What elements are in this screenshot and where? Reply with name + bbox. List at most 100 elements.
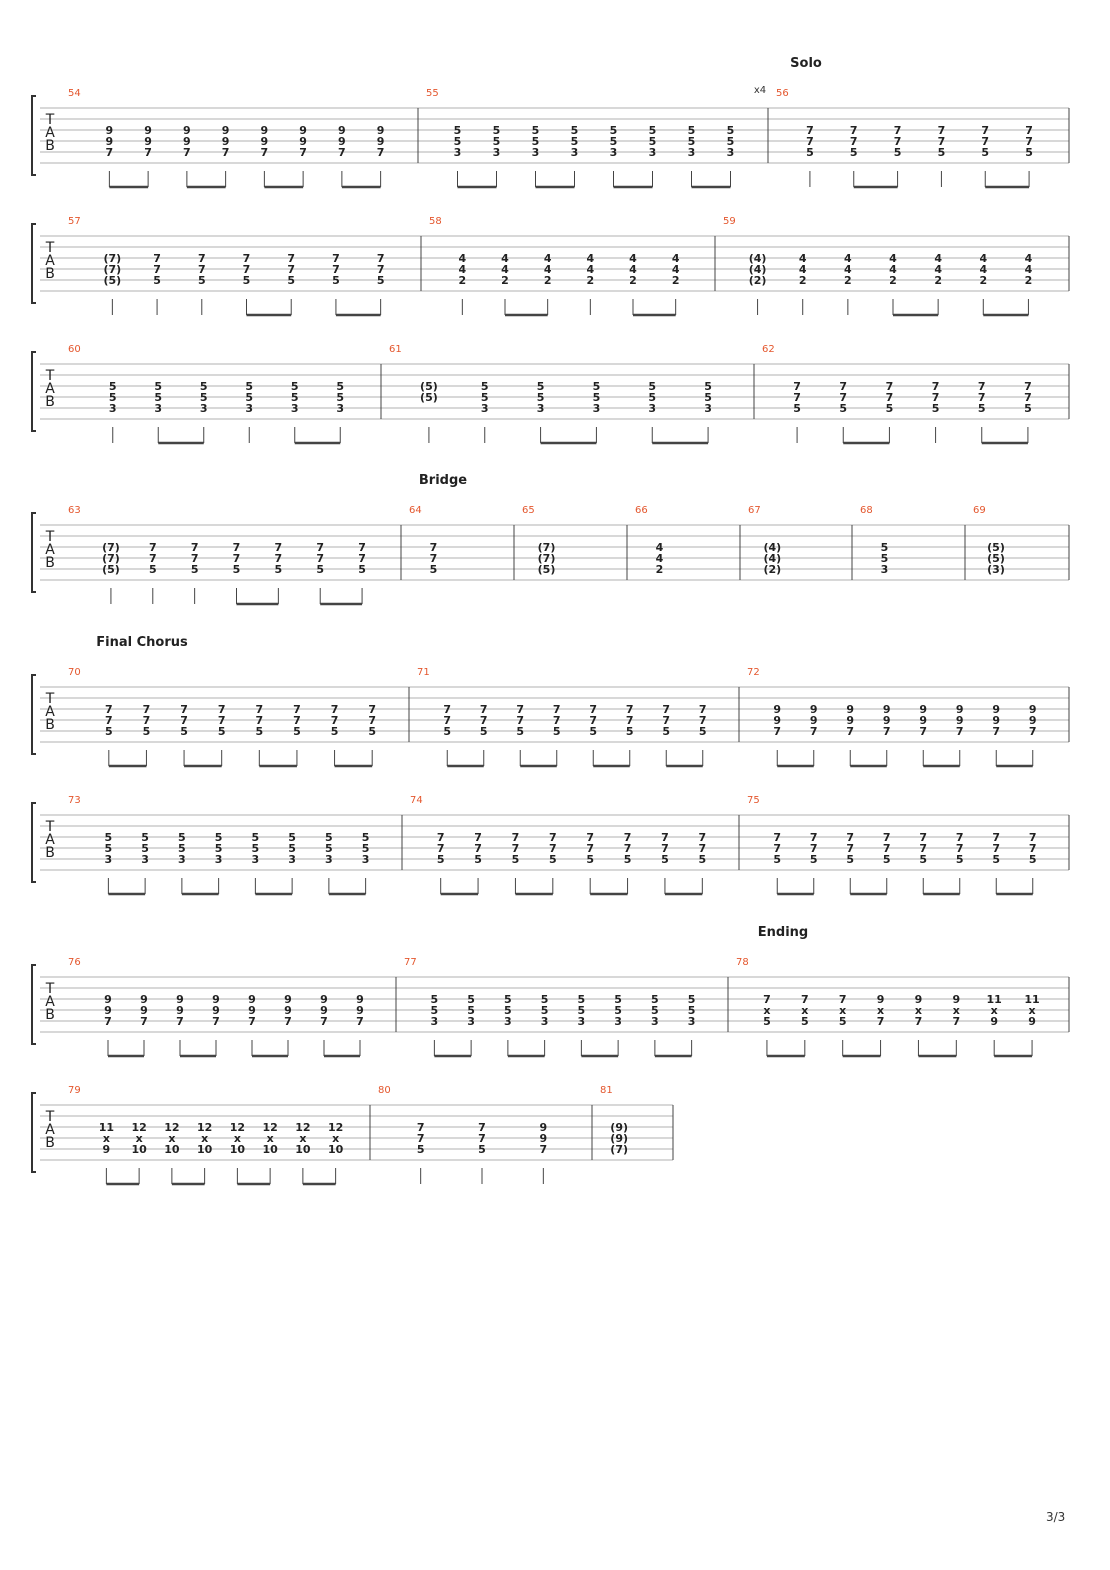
fret-number: 5 (773, 853, 781, 866)
fret-number: 4 (459, 263, 467, 276)
fret-number: (7) (103, 252, 121, 265)
fret-number: 9 (212, 993, 220, 1006)
fret-number: 5 (180, 725, 188, 738)
fret-number: 3 (651, 1015, 659, 1028)
fret-number: 9 (104, 993, 112, 1006)
fret-number: 5 (649, 124, 657, 137)
fret-number: 7 (233, 552, 241, 565)
fret-number: 5 (651, 993, 659, 1006)
tab-clef-letter: B (45, 1135, 55, 1151)
fret-number: x (234, 1132, 241, 1145)
fret-number: 7 (218, 703, 226, 716)
fret-number: 9 (284, 1004, 292, 1017)
tab-clef-letter: T (45, 819, 55, 835)
fret-number: 7 (626, 714, 634, 727)
fret-number: 5 (850, 146, 858, 159)
fret-number: 7 (287, 263, 295, 276)
tab-clef-letter: B (45, 717, 55, 733)
fret-number: 5 (651, 1004, 659, 1017)
fret-number: 5 (537, 380, 545, 393)
tab-clef-letter: T (45, 368, 55, 384)
fret-number: 3 (291, 402, 299, 415)
fret-number: x (1029, 1004, 1036, 1017)
fret-number: 2 (934, 274, 942, 287)
fret-number: 7 (480, 703, 488, 716)
fret-number: 7 (1029, 831, 1037, 844)
fret-number: 2 (799, 274, 807, 287)
fret-number: 9 (773, 714, 781, 727)
fret-number: 5 (493, 135, 501, 148)
fret-number: x (915, 1004, 922, 1017)
fret-number: 7 (377, 146, 385, 159)
fret-number: 5 (331, 725, 339, 738)
fret-number: 7 (1024, 391, 1032, 404)
fret-number: 3 (252, 853, 260, 866)
fret-number: 7 (293, 714, 301, 727)
fret-number: 5 (932, 402, 940, 415)
fret-number: 5 (377, 274, 385, 287)
fret-number: 7 (992, 725, 1000, 738)
fret-number: 5 (288, 842, 296, 855)
fret-number: 5 (810, 853, 818, 866)
tab-clef-letter: B (45, 555, 55, 571)
fret-number: 7 (377, 252, 385, 265)
fret-number: 7 (198, 263, 206, 276)
tab-clef-letter: A (45, 1122, 55, 1138)
fret-number: 5 (839, 1015, 847, 1028)
fret-number: 4 (587, 263, 595, 276)
fret-number: 5 (593, 380, 601, 393)
tab-clef-letter: T (45, 691, 55, 707)
fret-number: 9 (810, 703, 818, 716)
fret-number: 9 (919, 703, 927, 716)
fret-number: x (168, 1132, 175, 1145)
fret-number: 3 (593, 402, 601, 415)
fret-number: 7 (586, 831, 594, 844)
fret-number: 5 (336, 391, 344, 404)
fret-number: 7 (437, 842, 445, 855)
fret-number: 9 (338, 124, 346, 137)
fret-number: 5 (512, 853, 520, 866)
fret-number: 4 (979, 263, 987, 276)
fret-number: 7 (153, 263, 161, 276)
fret-number: (5) (420, 391, 438, 404)
fret-number: 10 (197, 1143, 213, 1156)
fret-number: 7 (417, 1132, 425, 1145)
fret-number: 5 (516, 725, 524, 738)
fret-number: 9 (299, 135, 307, 148)
fret-number: 3 (431, 1015, 439, 1028)
fret-number: 5 (109, 380, 117, 393)
fret-number: 7 (932, 391, 940, 404)
fret-number: 5 (894, 146, 902, 159)
measure-number: 78 (736, 957, 749, 968)
fret-number: 5 (437, 853, 445, 866)
fret-number: 5 (143, 725, 151, 738)
fret-number: 5 (614, 993, 622, 1006)
fret-number: (2) (763, 563, 781, 576)
fret-number: 9 (992, 703, 1000, 716)
fret-number: 7 (140, 1015, 148, 1028)
fret-number: 9 (106, 124, 114, 137)
fret-number: 7 (105, 714, 113, 727)
fret-number: 5 (358, 563, 366, 576)
fret-number: (5) (103, 274, 121, 287)
fret-number: 3 (178, 853, 186, 866)
fret-number: 9 (176, 993, 184, 1006)
measure-number: 72 (747, 667, 760, 678)
fret-number: 7 (106, 146, 114, 159)
fret-number: 7 (255, 703, 263, 716)
fret-number: 11 (1024, 993, 1039, 1006)
fret-number: 5 (480, 725, 488, 738)
fret-number: 9 (915, 993, 923, 1006)
fret-number: 3 (571, 146, 579, 159)
fret-number: 9 (183, 135, 191, 148)
fret-number: 7 (793, 391, 801, 404)
fret-number: 7 (626, 703, 634, 716)
fret-number: 5 (291, 380, 299, 393)
fret-number: 7 (981, 124, 989, 137)
fret-number: 4 (799, 263, 807, 276)
fret-number: 10 (262, 1143, 278, 1156)
fret-number: 10 (131, 1143, 147, 1156)
fret-number: 4 (844, 263, 852, 276)
fret-number: 9 (140, 993, 148, 1006)
fret-number: 5 (1029, 853, 1037, 866)
